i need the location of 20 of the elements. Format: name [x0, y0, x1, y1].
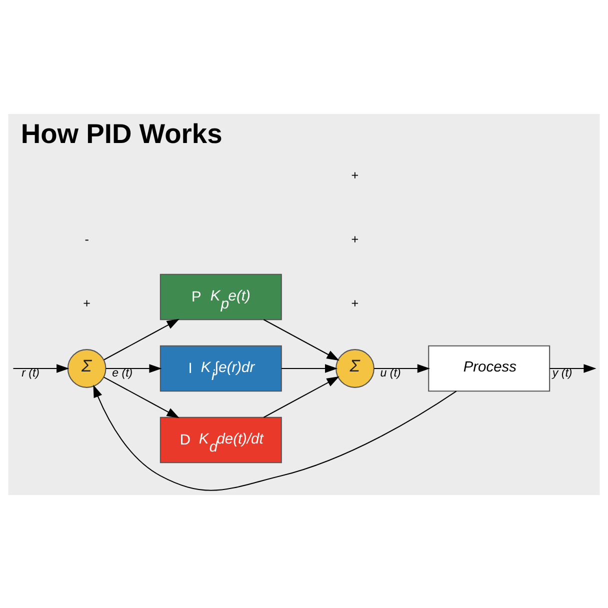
label: -	[84, 232, 89, 246]
arrow	[106, 364, 162, 372]
arrow	[374, 364, 430, 372]
node-box: Process	[428, 344, 550, 392]
arrow	[13, 364, 70, 372]
diagram-title: How PID Works	[20, 118, 222, 149]
arrow	[281, 364, 338, 372]
arrow	[263, 318, 340, 360]
label: +	[351, 296, 359, 310]
node-circle: Σ	[336, 348, 374, 388]
node-circle: Σ	[67, 348, 106, 388]
arrow	[104, 376, 180, 418]
label: +	[351, 232, 359, 246]
edge-label: r (t)	[22, 367, 40, 380]
arrow	[93, 384, 457, 490]
arrow	[263, 376, 340, 418]
label: +	[83, 296, 91, 310]
label: +	[351, 168, 359, 182]
arrow	[550, 364, 596, 372]
arrow	[104, 318, 180, 360]
